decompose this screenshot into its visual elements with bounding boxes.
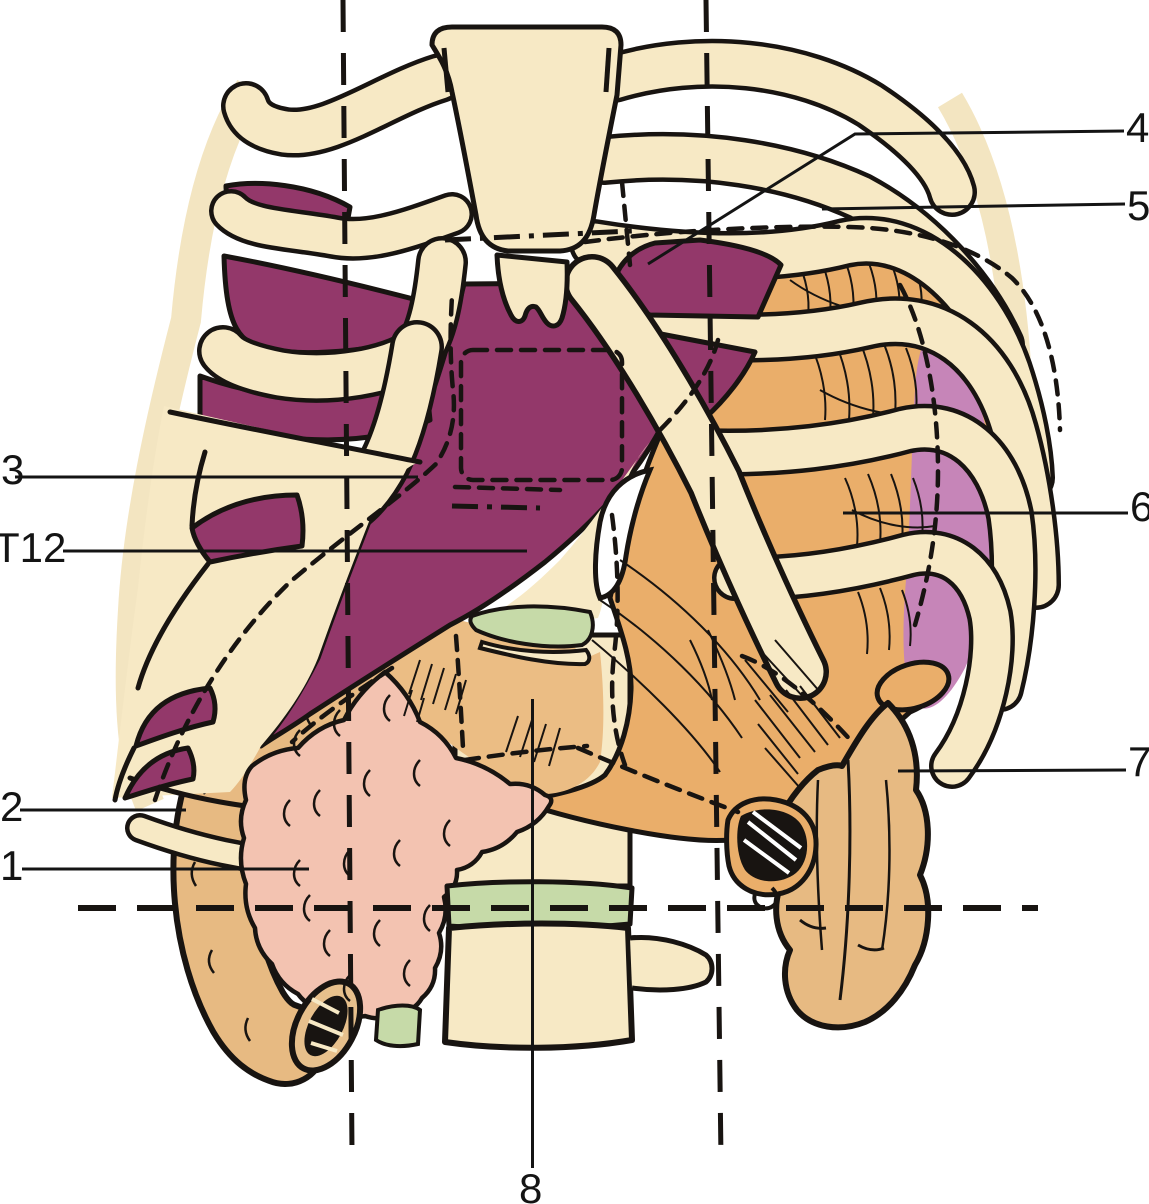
svg-text:4: 4 (1126, 104, 1149, 151)
svg-text:2: 2 (0, 783, 23, 830)
svg-text:6: 6 (1130, 483, 1149, 530)
svg-text:8: 8 (519, 1165, 542, 1204)
svg-text:T12: T12 (0, 524, 66, 571)
svg-text:7: 7 (1128, 738, 1149, 785)
svg-text:1: 1 (0, 842, 23, 889)
svg-text:5: 5 (1127, 182, 1149, 229)
svg-text:3: 3 (1, 446, 24, 493)
